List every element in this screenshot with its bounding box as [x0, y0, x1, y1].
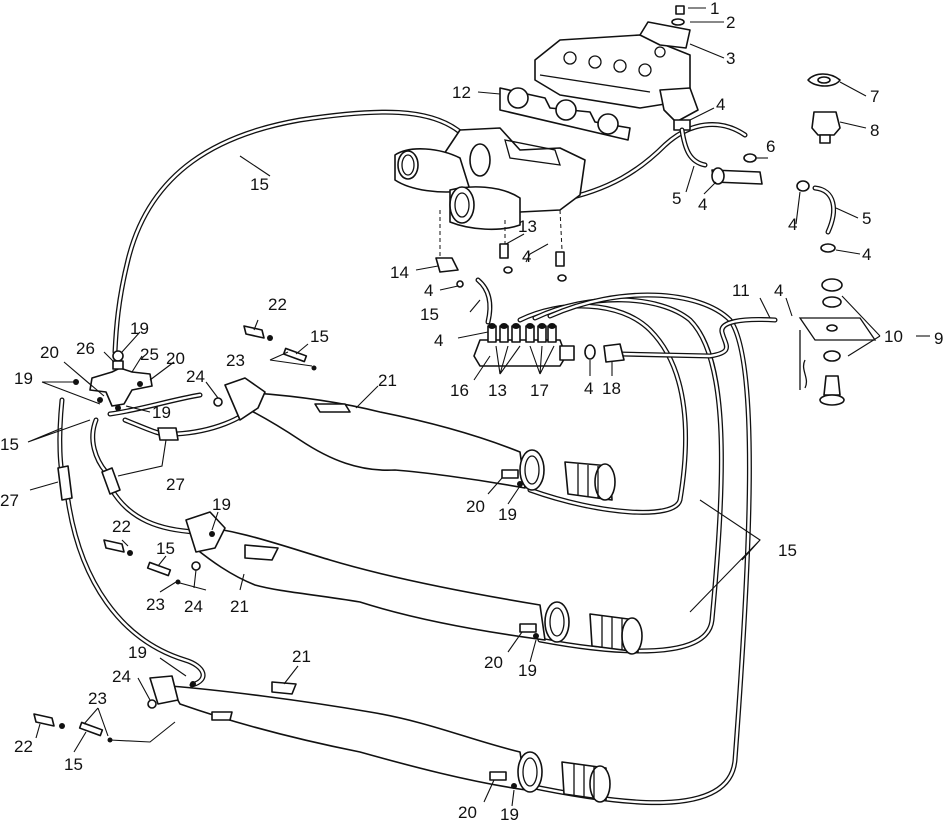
callout-21: 21 — [230, 597, 249, 616]
callout-27: 27 — [166, 475, 185, 494]
bracket-14 — [435, 257, 464, 288]
callout-7: 7 — [870, 87, 879, 106]
callout-14: 14 — [390, 263, 409, 282]
callout-13: 13 — [518, 217, 537, 236]
exhaust-manifold — [394, 127, 586, 262]
exhaust-pipe-middle — [185, 511, 643, 655]
callout-19: 19 — [14, 369, 33, 388]
tee-fitting-manifold — [73, 350, 153, 411]
fittings-13-upper — [499, 243, 567, 282]
water-hoses — [57, 109, 778, 806]
exhaust-pipe-lower — [149, 675, 611, 803]
thermostat-cover — [807, 73, 841, 144]
connector-27-left — [57, 465, 73, 501]
leader-lines — [27, 7, 930, 807]
callout-20: 20 — [458, 803, 477, 822]
callout-22: 22 — [268, 295, 287, 314]
callout-19: 19 — [130, 319, 149, 338]
callout-19: 19 — [212, 495, 231, 514]
callout-15: 15 — [156, 539, 175, 558]
callout-5: 5 — [862, 209, 871, 228]
thermostat-elbow-hose — [679, 127, 708, 168]
callout-20: 20 — [166, 349, 185, 368]
callout-5: 5 — [672, 189, 681, 208]
connector-27-middle — [101, 427, 179, 495]
callout-27: 27 — [0, 491, 19, 510]
callout-24: 24 — [184, 597, 203, 616]
callout-24: 24 — [186, 367, 205, 386]
callout-2: 2 — [726, 13, 735, 32]
callout-25: 25 — [140, 345, 159, 364]
fitting-9-assembly — [798, 278, 877, 406]
exhaust-pipe-upper — [224, 377, 616, 501]
fittings-19-20-clamps — [190, 481, 539, 789]
callout-17: 17 — [530, 381, 549, 400]
callout-11: 11 — [732, 281, 750, 300]
callout-21: 21 — [378, 371, 397, 390]
bolt-22-upper — [243, 325, 273, 341]
callout-20: 20 — [484, 653, 503, 672]
callout-6: 6 — [766, 137, 775, 156]
callout-4: 4 — [788, 215, 797, 234]
callout-22: 22 — [112, 517, 131, 536]
callout-15: 15 — [310, 327, 329, 346]
callout-1: 1 — [710, 0, 719, 18]
callout-19: 19 — [498, 505, 517, 524]
callout-15: 15 — [250, 175, 269, 194]
callout-10: 10 — [884, 327, 903, 346]
callout-15: 15 — [0, 435, 19, 454]
bolt-22-lower — [33, 713, 65, 729]
callout-19: 19 — [128, 643, 147, 662]
callout-20: 20 — [466, 497, 485, 516]
callout-15: 15 — [64, 755, 83, 774]
plugs-24 — [147, 397, 223, 709]
callout-8: 8 — [870, 121, 879, 140]
callout-4: 4 — [774, 281, 783, 300]
callout-24: 24 — [112, 667, 131, 686]
callout-19: 19 — [152, 403, 171, 422]
callout-22: 22 — [14, 737, 33, 756]
callout-23: 23 — [226, 351, 245, 370]
distribution-block — [473, 323, 625, 367]
callout-12: 12 — [452, 83, 471, 102]
callout-19: 19 — [500, 805, 519, 822]
callout-23: 23 — [88, 689, 107, 708]
elbow-hose-5-right — [796, 180, 837, 253]
callout-21: 21 — [292, 647, 311, 666]
callout-26: 26 — [76, 339, 95, 358]
callout-19: 19 — [518, 661, 537, 680]
fitting-6 — [711, 153, 763, 185]
callout-4: 4 — [584, 379, 593, 398]
callout-23: 23 — [146, 595, 165, 614]
exhaust-manifold-gasket — [499, 87, 631, 141]
callout-18: 18 — [602, 379, 621, 398]
thermostat-housing — [639, 5, 699, 131]
callout-4: 4 — [522, 247, 531, 266]
callout-13: 13 — [488, 381, 507, 400]
callout-20: 20 — [40, 343, 59, 362]
callout-4: 4 — [716, 95, 725, 114]
callout-16: 16 — [450, 381, 469, 400]
callout-4: 4 — [424, 281, 433, 300]
callout-9: 9 — [934, 329, 943, 348]
callout-4: 4 — [862, 245, 871, 264]
callout-15: 15 — [420, 305, 439, 324]
callout-4: 4 — [698, 195, 707, 214]
callout-4: 4 — [434, 331, 443, 350]
bolt-22-middle — [103, 539, 133, 556]
callout-3: 3 — [726, 49, 735, 68]
callout-15: 15 — [778, 541, 797, 560]
